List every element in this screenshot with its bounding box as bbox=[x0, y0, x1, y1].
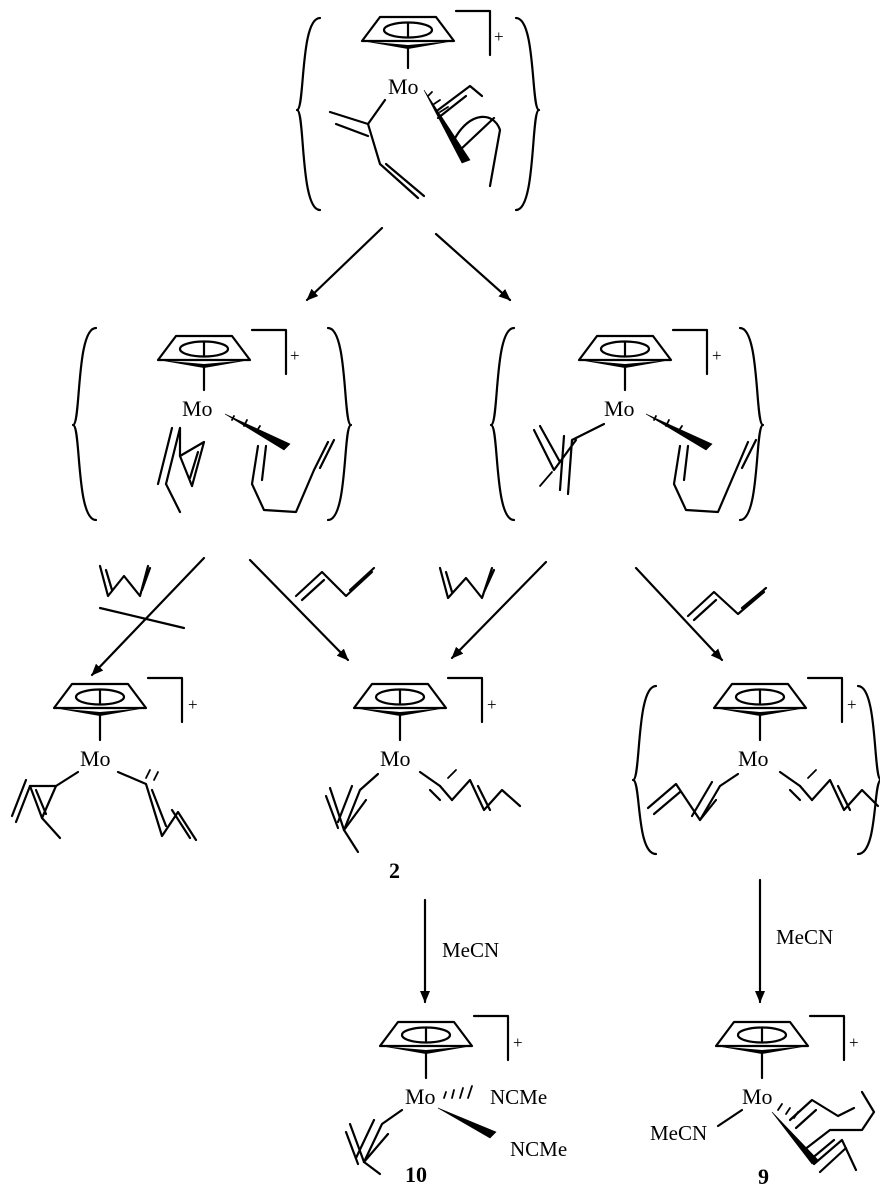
middle-left-complex: + Mo bbox=[71, 326, 353, 522]
charge-sign: + bbox=[847, 695, 857, 714]
nitrile-ligand-label: MeCN bbox=[650, 1121, 707, 1145]
charge-bracket bbox=[808, 1014, 846, 1062]
metal-label: Mo bbox=[738, 746, 769, 771]
left-brace bbox=[295, 16, 322, 212]
charge-bracket bbox=[250, 328, 288, 376]
left-brace bbox=[631, 684, 658, 856]
metal-label: Mo bbox=[182, 396, 213, 421]
left-brace bbox=[489, 326, 516, 522]
charge-bracket bbox=[472, 1014, 510, 1062]
bottom-left-complex: + Mo bbox=[10, 676, 198, 842]
cp-ring-icon bbox=[52, 682, 148, 718]
left-brace bbox=[71, 326, 98, 522]
charge-bracket bbox=[454, 9, 492, 57]
reagent-label: MeCN bbox=[776, 925, 833, 949]
cp-ring-icon bbox=[577, 334, 673, 370]
metal-label: Mo bbox=[405, 1084, 436, 1109]
right-brace bbox=[514, 16, 541, 212]
charge-sign: + bbox=[494, 27, 504, 46]
charge-sign: + bbox=[487, 695, 497, 714]
cp-ring-icon bbox=[156, 334, 252, 370]
mecn-arrows: MeCN MeCN bbox=[420, 878, 833, 1004]
charge-bracket bbox=[671, 328, 709, 376]
right-brace bbox=[326, 326, 353, 522]
charge-sign: + bbox=[290, 346, 300, 365]
compound-number: 9 bbox=[758, 1164, 769, 1185]
top-complex: + Mo bbox=[295, 9, 541, 212]
charge-bracket bbox=[446, 676, 484, 724]
metal-label: Mo bbox=[380, 746, 411, 771]
right-brace bbox=[856, 684, 880, 856]
metal-label: Mo bbox=[604, 396, 635, 421]
reagent-label: MeCN bbox=[442, 938, 499, 962]
charge-bracket bbox=[146, 676, 184, 724]
middle-right-complex: + Mo bbox=[489, 326, 765, 522]
compound-number: 10 bbox=[405, 1162, 427, 1185]
nitrile-ligand-label: NCMe bbox=[490, 1085, 547, 1109]
cp-ring-icon bbox=[378, 1020, 474, 1056]
cp-ring-icon bbox=[360, 15, 456, 51]
compound-9: + Mo MeCN 9 bbox=[650, 1014, 876, 1185]
charge-sign: + bbox=[849, 1033, 859, 1052]
metal-label: Mo bbox=[80, 746, 111, 771]
charge-sign: + bbox=[513, 1033, 523, 1052]
charge-bracket bbox=[806, 676, 844, 724]
arrows-row2 bbox=[90, 556, 768, 677]
metal-label: Mo bbox=[742, 1084, 773, 1109]
bottom-right-complex: + Mo bbox=[631, 676, 880, 856]
compound-10: + Mo NCMe NCMe 10 bbox=[344, 1014, 567, 1185]
compound-number: 2 bbox=[389, 858, 400, 883]
cp-ring-icon bbox=[714, 1020, 810, 1056]
charge-sign: + bbox=[188, 695, 198, 714]
charge-sign: + bbox=[712, 346, 722, 365]
cross-out-line bbox=[98, 606, 186, 630]
cp-ring-icon bbox=[352, 682, 448, 718]
right-brace bbox=[738, 326, 765, 522]
metal-label: Mo bbox=[388, 74, 419, 99]
compound-2: + Mo 2 bbox=[324, 676, 522, 883]
cp-ring-icon bbox=[712, 682, 808, 718]
nitrile-ligand-label: NCMe bbox=[510, 1137, 567, 1161]
